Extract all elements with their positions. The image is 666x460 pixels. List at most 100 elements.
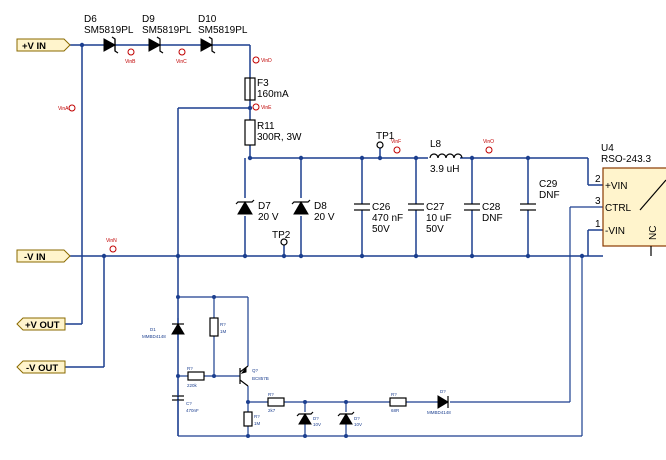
probe-vinc: VinC xyxy=(176,48,187,65)
port-vin-neg-label: -V IN xyxy=(24,252,46,263)
d1-part: MMBD4148 xyxy=(142,334,166,339)
diode-d6: D6 SM5819PL xyxy=(84,14,134,54)
d7-ref: D7 xyxy=(258,201,271,212)
probe-vina: VinA xyxy=(58,104,76,112)
r-2k7-value: 2k7 xyxy=(268,408,276,413)
zener-z2: D? 10V xyxy=(337,411,362,427)
d2-ref: D? xyxy=(440,389,446,394)
port-vout-pos-label: +V OUT xyxy=(25,320,60,331)
u4-pin-vin-neg: -VIN xyxy=(605,226,625,237)
d9-ref: D9 xyxy=(142,14,155,25)
probe-vine-label: VinE xyxy=(261,105,272,111)
resistor-r-2k7: R? 2k7 xyxy=(267,392,285,413)
r-68-value: 68R xyxy=(391,408,400,413)
capacitor-c26: C26 470 nF 50V xyxy=(354,202,403,235)
z2-value: 10V xyxy=(354,422,362,427)
port-vout-pos: +V OUT xyxy=(16,317,66,331)
f3-value: 160mA xyxy=(257,89,289,100)
wires xyxy=(65,44,603,437)
r-2k7-ref: R? xyxy=(268,392,274,397)
d10-ref: D10 xyxy=(198,14,217,25)
probe-vinn-label: VinN xyxy=(106,238,117,244)
d6-part: SM5819PL xyxy=(84,25,134,36)
tp1-label: TP1 xyxy=(376,131,395,142)
diode-d8: D8 20 V xyxy=(291,199,335,223)
capacitor-c27: C27 10 uF 50V xyxy=(408,202,452,235)
probe-vino: VinO xyxy=(483,139,494,154)
c29-value: DNF xyxy=(539,190,560,201)
d8-ref: D8 xyxy=(314,201,327,212)
u4-pin-nc: NC xyxy=(648,226,659,240)
q-part: BC857B xyxy=(252,376,269,381)
d2-part: MMBD4148 xyxy=(427,410,451,415)
probe-vino-label: VinO xyxy=(483,139,494,145)
resistor-r-base: R? 220k xyxy=(187,366,205,388)
u4-pin-vin-pos: +VIN xyxy=(605,181,628,192)
tp2-label: TP2 xyxy=(272,230,291,241)
d9-part: SM5819PL xyxy=(142,25,192,36)
u4-pin3-num: 3 xyxy=(595,196,601,207)
z1-ref: D? xyxy=(313,416,319,421)
resistor-r-68: R? 68R xyxy=(389,392,407,413)
u4-pin1-num: 1 xyxy=(595,219,601,230)
inductor-l8: L8 3.9 uH xyxy=(428,139,463,175)
diode-d2: D? MMBD4148 xyxy=(427,389,451,415)
resistor-r-1m2: R? 1M xyxy=(243,411,261,427)
probe-vinb-label: VinB xyxy=(125,59,136,65)
c-small-ref: C? xyxy=(186,401,192,406)
c28-ref: C28 xyxy=(482,202,501,213)
c29-ref: C29 xyxy=(539,179,558,190)
diode-d10: D10 SM5819PL xyxy=(198,14,248,54)
z2-ref: D? xyxy=(354,416,360,421)
probe-vind: VinD xyxy=(252,56,272,64)
r-1m2-value: 1M xyxy=(254,421,261,426)
r-top-value: 1M xyxy=(220,329,227,334)
port-vout-neg-label: -V OUT xyxy=(26,363,58,374)
testpoint-tp1: TP1 xyxy=(376,131,395,149)
d7-value: 20 V xyxy=(258,212,279,223)
capacitor-c29: C29 DNF xyxy=(520,179,560,211)
diode-d9: D9 SM5819PL xyxy=(142,14,192,54)
c27-voltage: 50V xyxy=(426,224,444,235)
probe-vind-label: VinD xyxy=(261,58,272,64)
probe-vinf-label: VinF xyxy=(391,139,401,145)
d6-ref: D6 xyxy=(84,14,97,25)
u4-part: RSO-243.3 xyxy=(601,154,651,165)
probe-vinb: VinB xyxy=(125,48,136,65)
d8-value: 20 V xyxy=(314,212,335,223)
probe-vinn: VinN xyxy=(106,238,117,253)
port-vin-pos-label: +V IN xyxy=(22,41,46,52)
q-ref: Q? xyxy=(252,368,259,373)
c-small-value: 470nF xyxy=(186,408,199,413)
probe-vinc-label: VinC xyxy=(176,59,187,65)
probe-vine: VinE xyxy=(252,103,272,111)
c26-ref: C26 xyxy=(372,202,391,213)
port-vin-pos: +V IN xyxy=(16,38,71,52)
diode-d1: D1 MMBD4148 xyxy=(142,323,185,339)
c26-value: 470 nF xyxy=(372,213,403,224)
f3-ref: F3 xyxy=(257,78,269,89)
r-base-ref: R? xyxy=(187,366,193,371)
probe-vinf: VinF xyxy=(391,139,401,154)
l8-value: 3.9 uH xyxy=(430,164,459,175)
r11-value: 300R, 3W xyxy=(257,132,302,143)
u4-ref: U4 xyxy=(601,143,614,154)
diode-d7: D7 20 V xyxy=(235,199,279,223)
c26-voltage: 50V xyxy=(372,224,390,235)
d1-ref: D1 xyxy=(150,327,156,332)
r11-ref: R11 xyxy=(257,121,275,132)
capacitor-c-small: C? 470nF xyxy=(172,390,199,436)
r-1m2-ref: R? xyxy=(254,414,260,419)
u4-pin2-num: 2 xyxy=(595,174,601,185)
port-vout-neg: -V OUT xyxy=(16,360,66,374)
port-vin-neg: -V IN xyxy=(16,249,71,263)
c27-ref: C27 xyxy=(426,202,445,213)
r-68-ref: R? xyxy=(391,392,397,397)
transistor-q: Q? BC857B xyxy=(239,365,269,387)
zener-z1: D? 10V xyxy=(296,411,321,427)
resistor-r-top: R? 1M xyxy=(209,317,227,337)
probe-vina-label: VinA xyxy=(58,106,69,112)
d10-part: SM5819PL xyxy=(198,25,248,36)
